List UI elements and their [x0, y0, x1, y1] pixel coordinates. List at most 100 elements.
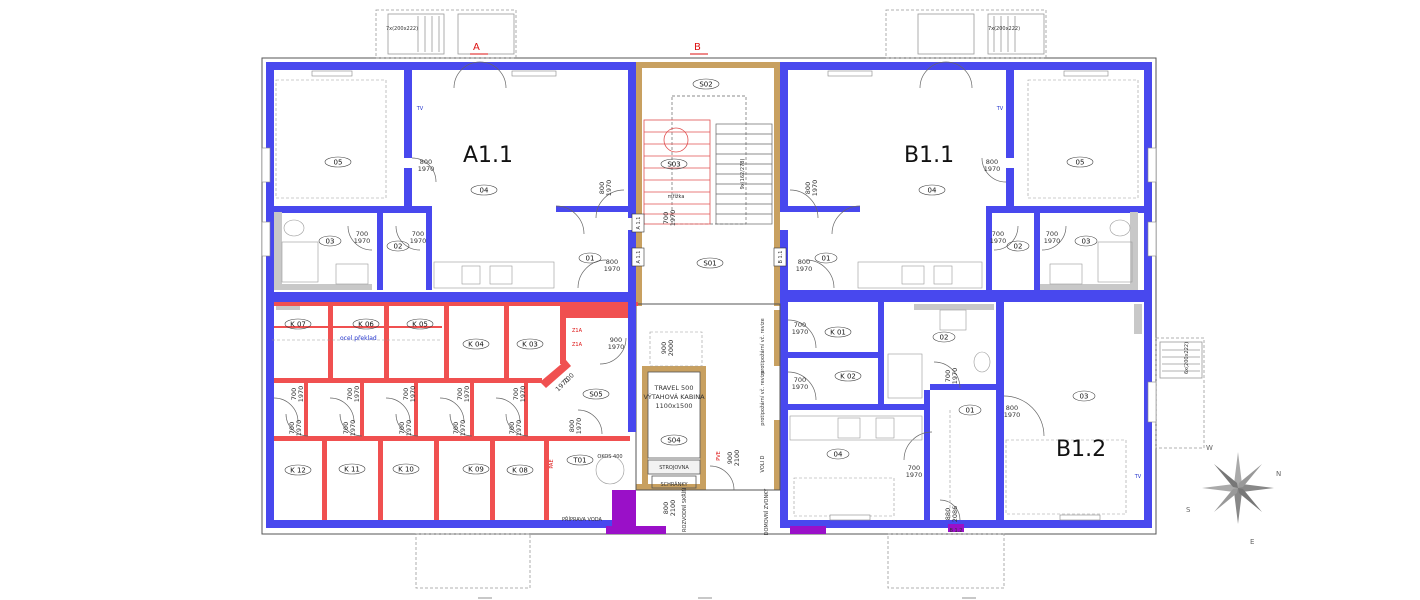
- svg-text:1970: 1970: [459, 420, 467, 437]
- room-k11: K 11: [344, 466, 360, 474]
- svg-text:700: 700: [794, 321, 806, 329]
- cellar-walls: [272, 302, 638, 524]
- svg-text:1970: 1970: [951, 368, 959, 385]
- room-k02: K 02: [840, 373, 856, 381]
- note-tv-a: TV: [416, 106, 424, 112]
- svg-text:1970: 1970: [811, 180, 819, 197]
- note-balcony-3: 6x(200x222): [1184, 342, 1190, 374]
- svg-text:1970: 1970: [575, 418, 583, 435]
- note-stair: 9x(162/278): [740, 159, 746, 190]
- note-prostup-2: protipožární vč. revize: [759, 370, 766, 426]
- room-b1202: 02: [940, 334, 949, 342]
- room-s04: S04: [667, 437, 681, 445]
- tag-b11-box: [773, 247, 787, 267]
- svg-text:800: 800: [662, 502, 670, 514]
- svg-text:1970: 1970: [984, 165, 1001, 173]
- room-b102: 02: [1014, 243, 1023, 251]
- compass-e: E: [1250, 538, 1254, 546]
- balcony-right: [1155, 337, 1205, 449]
- room-s05: S05: [589, 391, 602, 399]
- svg-text:1970: 1970: [1044, 237, 1061, 245]
- svg-text:1970: 1970: [515, 420, 523, 437]
- stair-core-walls: [636, 62, 780, 490]
- svg-text:700: 700: [288, 422, 296, 434]
- balcony-top-left: [375, 9, 517, 59]
- note-z2: Z1A: [572, 342, 583, 348]
- svg-text:700: 700: [794, 376, 806, 384]
- tag-a11b: A 1.1: [636, 251, 642, 264]
- svg-text:700: 700: [412, 230, 424, 238]
- lift-shaft: [647, 371, 701, 489]
- room-b1203: 03: [1080, 393, 1089, 401]
- svg-text:700: 700: [908, 464, 920, 472]
- svg-text:1970: 1970: [519, 386, 527, 403]
- svg-text:900: 900: [610, 336, 622, 344]
- svg-text:700: 700: [452, 422, 460, 434]
- windows: [261, 70, 1157, 521]
- svg-text:1970: 1970: [353, 386, 361, 403]
- room-tags: [284, 78, 1098, 476]
- svg-text:800: 800: [606, 258, 618, 266]
- room-s03: S03: [667, 161, 680, 169]
- svg-text:2000: 2000: [667, 340, 675, 357]
- note-okos: OKOS 400: [597, 454, 622, 460]
- compass-n: N: [1276, 470, 1281, 478]
- note-balcony-2: 7x(200x222): [988, 26, 1020, 32]
- svg-text:2100: 2100: [669, 500, 677, 517]
- compass-s: S: [1186, 506, 1191, 514]
- note-mc: mřížka: [668, 193, 685, 200]
- svg-text:1970: 1970: [409, 386, 417, 403]
- note-domovni: DOMOVNÍ ZVONKY: [763, 488, 770, 536]
- dashed-areas: [272, 331, 951, 520]
- apartment-label-b11: B1.1: [904, 143, 954, 168]
- apartment-b-walls: [780, 62, 1152, 528]
- room-k12: K 12: [290, 467, 306, 475]
- room-a01: 01: [586, 255, 595, 263]
- svg-text:1970: 1970: [463, 386, 471, 403]
- note-prostup-1: protipožární vč. revize: [759, 318, 766, 374]
- note-rozvodni: ROZVODNÍ SKŘÍŇ: [680, 488, 688, 532]
- tag-b12: B 1.2: [950, 528, 963, 534]
- room-a03: 03: [326, 238, 335, 246]
- svg-text:900: 900: [726, 452, 734, 464]
- svg-text:1970: 1970: [792, 383, 809, 391]
- room-s01: S01: [703, 260, 716, 268]
- room-t01: T01: [572, 457, 586, 465]
- svg-text:2086: 2086: [951, 506, 959, 523]
- svg-text:900: 900: [660, 342, 668, 354]
- svg-text:1970: 1970: [990, 237, 1007, 245]
- room-k04: K 04: [468, 341, 484, 349]
- room-k07: K 07: [290, 321, 306, 329]
- svg-text:800: 800: [798, 258, 810, 266]
- room-b104: 04: [928, 187, 937, 195]
- apartment-label-b12: B1.2: [1056, 437, 1106, 462]
- room-b105: 05: [1076, 159, 1085, 167]
- svg-text:700: 700: [342, 422, 350, 434]
- svg-text:700: 700: [290, 388, 298, 400]
- svg-text:1970: 1970: [405, 420, 413, 437]
- note-tv-c: TV: [1134, 474, 1142, 480]
- staircase-steps: [671, 95, 773, 225]
- svg-text:700: 700: [1046, 230, 1058, 238]
- room-k05: K 05: [412, 321, 428, 329]
- compass-w: W: [1206, 444, 1213, 452]
- room-b1204: 04: [834, 451, 843, 459]
- svg-text:1970: 1970: [604, 265, 621, 273]
- note-pae: PAE: [549, 459, 555, 468]
- note-strojovna: STROJOVNA: [659, 465, 689, 471]
- note-balcony-1: 7x(200x222): [386, 26, 418, 32]
- note-tv-b: TV: [996, 106, 1004, 112]
- room-a04: 04: [480, 187, 489, 195]
- tag-a11-box: [631, 213, 645, 233]
- partitions: [274, 212, 1142, 334]
- room-k08: K 08: [512, 467, 528, 475]
- svg-text:800: 800: [568, 420, 576, 432]
- terraces-bottom: [415, 533, 1005, 589]
- svg-text:1970: 1970: [349, 420, 357, 437]
- note-pve: PVE: [716, 451, 722, 461]
- svg-text:700: 700: [512, 388, 520, 400]
- svg-text:880: 880: [944, 508, 952, 520]
- note-prepadova: PŘÍPRAVA VODA: [562, 515, 602, 523]
- building-outline: [261, 57, 1157, 535]
